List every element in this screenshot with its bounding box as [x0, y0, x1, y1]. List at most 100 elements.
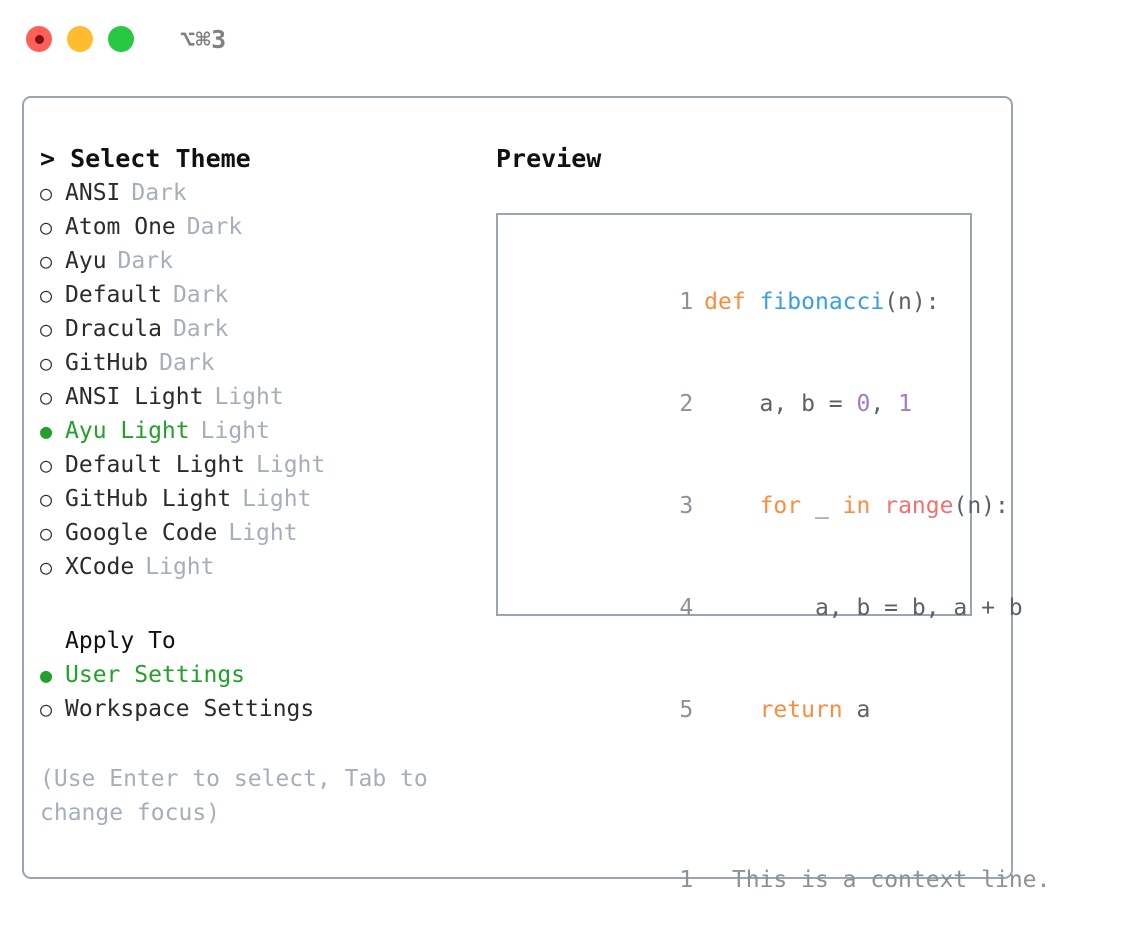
apply-to-option-user-settings[interactable]: ● User Settings	[40, 658, 486, 692]
line-number: 5	[679, 697, 694, 723]
code-token: fibonacci	[759, 289, 885, 315]
code-token: (n):	[953, 493, 1009, 519]
theme-label: Ayu Light	[65, 418, 190, 444]
radio-icon: ○	[40, 249, 53, 273]
theme-label: Google Code	[65, 520, 218, 546]
code-line: 3 for _ in range(n):	[512, 455, 1009, 557]
line-number: 1	[679, 867, 694, 893]
theme-variant-tag: Dark	[172, 316, 229, 342]
radio-icon-selected: ●	[40, 663, 53, 687]
code-token: range	[884, 493, 954, 519]
theme-option-dracula-dark[interactable]: ○ Dracula Dark	[40, 312, 486, 346]
radio-icon: ○	[40, 215, 53, 239]
theme-label: GitHub Light	[65, 486, 232, 512]
theme-variant-tag: Light	[242, 486, 312, 512]
spacer	[512, 795, 970, 829]
code-token: 0	[856, 391, 871, 417]
minimize-button-icon[interactable]	[67, 26, 93, 52]
theme-variant-tag: Dark	[172, 282, 229, 308]
code-token: 1	[898, 391, 912, 417]
radio-icon: ○	[40, 697, 53, 721]
theme-picker-column: > Select Theme ○ ANSI Dark ○ Atom One Da…	[24, 142, 486, 877]
theme-variant-tag: Light	[256, 452, 326, 478]
apply-to-label: User Settings	[65, 662, 246, 688]
theme-variant-tag: Dark	[117, 248, 173, 274]
theme-label: Default	[65, 282, 162, 308]
theme-variant-tag: Dark	[131, 180, 187, 206]
code-token: ,	[870, 391, 899, 417]
theme-variant-tag: Light	[200, 418, 270, 444]
code-token	[746, 289, 760, 315]
maximize-button-icon[interactable]	[108, 26, 134, 52]
code-token: a, b =	[704, 391, 857, 417]
window-controls	[26, 26, 134, 52]
radio-icon: ○	[40, 385, 53, 409]
theme-option-github-light[interactable]: ○ GitHub Light Light	[40, 482, 486, 516]
theme-option-ansi-dark[interactable]: ○ ANSI Dark	[40, 176, 486, 210]
apply-to-option-workspace-settings[interactable]: ○ Workspace Settings	[40, 692, 486, 726]
code-token: _	[801, 493, 843, 519]
theme-label: ANSI	[65, 180, 121, 206]
theme-variant-tag: Dark	[186, 214, 243, 240]
theme-label: Ayu	[65, 248, 107, 274]
spacer	[512, 761, 970, 795]
theme-option-atom-one-dark[interactable]: ○ Atom One Dark	[40, 210, 486, 244]
radio-icon: ○	[40, 521, 53, 545]
theme-option-ayu-dark[interactable]: ○ Ayu Dark	[40, 244, 486, 278]
code-line: 4 a, b = b, a + b	[512, 557, 1022, 659]
radio-icon: ○	[40, 555, 53, 579]
code-token: a, b = b, a + b	[704, 595, 1023, 621]
theme-option-ansi-light[interactable]: ○ ANSI Light Light	[40, 380, 486, 414]
code-line: 1 def fibonacci(n):	[512, 251, 970, 353]
theme-option-default-light[interactable]: ○ Default Light Light	[40, 448, 486, 482]
keyboard-shortcut-label: ⌥⌘3	[180, 24, 227, 54]
diff-line-context: 1 This is a context line.	[512, 829, 1050, 931]
theme-option-ayu-light[interactable]: ● Ayu Light Light	[40, 414, 486, 448]
radio-icon: ○	[40, 453, 53, 477]
keyboard-hint-text: (Use Enter to select, Tab to change focu…	[40, 766, 442, 826]
theme-option-list: ○ ANSI Dark ○ Atom One Dark ○ Ayu Dark	[40, 176, 486, 584]
radio-icon: ○	[40, 181, 53, 205]
code-token: return	[759, 697, 843, 723]
diff-marker	[704, 867, 718, 893]
code-line: 5 return a	[512, 659, 970, 761]
theme-label: XCode	[65, 554, 135, 580]
theme-label: Default Light	[65, 452, 246, 478]
line-number: 1	[679, 289, 694, 315]
theme-option-xcode[interactable]: ○ XCode Light	[40, 550, 486, 584]
theme-label: Dracula	[65, 316, 162, 342]
code-token	[870, 493, 884, 519]
code-token: a	[842, 697, 871, 723]
line-number: 3	[679, 493, 694, 519]
theme-option-default-dark[interactable]: ○ Default Dark	[40, 278, 486, 312]
code-token: def	[704, 289, 746, 315]
code-token	[704, 493, 759, 519]
theme-label: GitHub	[65, 350, 149, 376]
code-token: for	[759, 493, 802, 519]
code-token: (n):	[884, 289, 940, 315]
theme-variant-tag: Light	[228, 520, 298, 546]
theme-variant-tag: Light	[214, 384, 284, 410]
radio-icon: ○	[40, 283, 53, 307]
apply-to-heading: Apply To	[65, 628, 176, 654]
main-panel: > Select Theme ○ ANSI Dark ○ Atom One Da…	[22, 96, 1050, 893]
preview-heading: Preview	[496, 144, 602, 173]
theme-variant-tag: Dark	[159, 350, 215, 376]
theme-option-github-dark[interactable]: ○ GitHub Dark	[40, 346, 486, 380]
apply-to-section: Apply To ● User Settings ○ Workspace Set…	[40, 624, 486, 726]
theme-option-google-code[interactable]: ○ Google Code Light	[40, 516, 486, 550]
code-line: 2 a, b = 0, 1	[512, 353, 970, 455]
radio-icon: ○	[40, 487, 53, 511]
select-theme-heading: > Select Theme	[40, 144, 251, 173]
code-token: in	[842, 493, 871, 519]
diff-text: This is a context line.	[718, 867, 1051, 893]
radio-icon: ○	[40, 317, 53, 341]
line-number: 2	[679, 391, 694, 417]
close-button-icon[interactable]	[26, 26, 52, 52]
title-bar: ⌥⌘3	[0, 0, 1140, 78]
radio-icon-selected: ●	[40, 419, 53, 443]
apply-to-label: Workspace Settings	[65, 696, 315, 722]
